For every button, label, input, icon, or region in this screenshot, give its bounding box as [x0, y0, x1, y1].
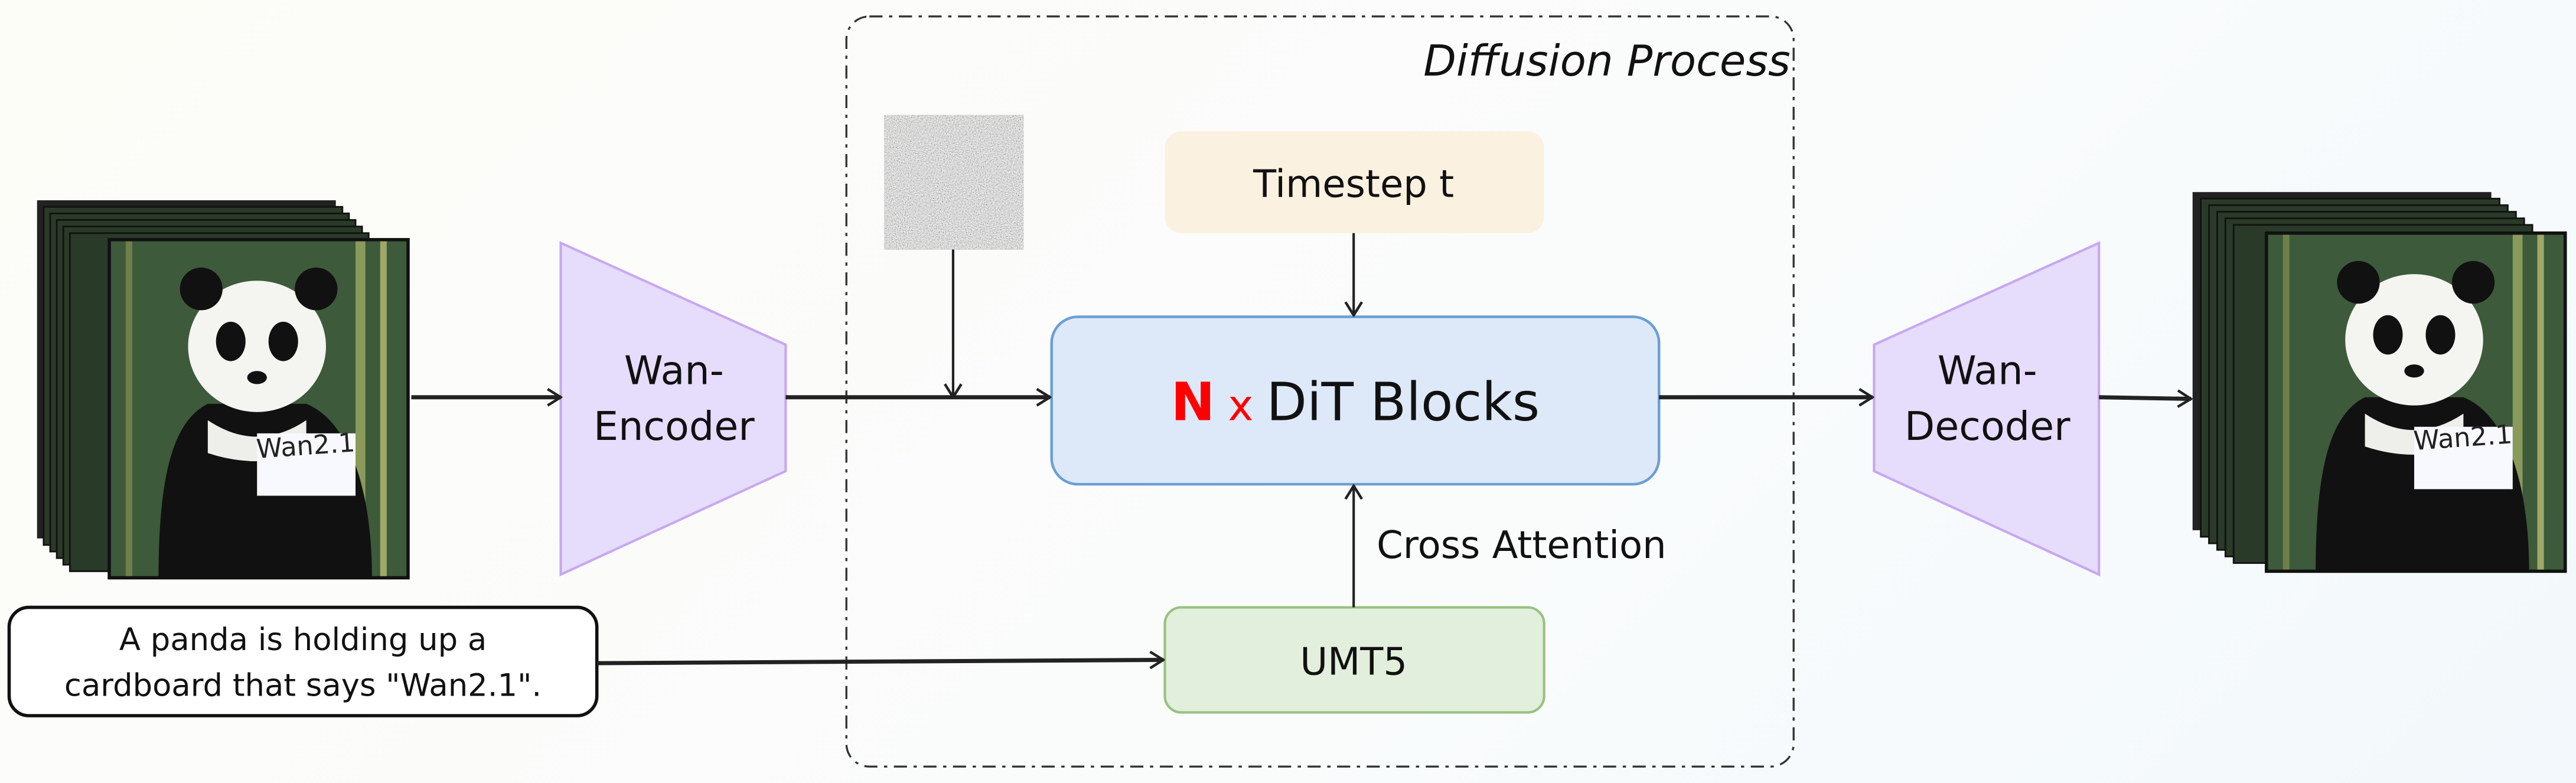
wan-encoder: [559, 241, 787, 577]
diffusion-process-region: [845, 15, 1795, 768]
decoder-label-line1: Wan-: [1938, 347, 2037, 393]
timestep-label: Timestep t: [1253, 163, 1454, 207]
noise-latent: [884, 115, 1024, 250]
sign-text: Wan2.1: [2412, 419, 2513, 456]
diffusion-process-title: Diffusion Process: [1423, 37, 1790, 86]
encoder-label-line2: Encoder: [594, 403, 755, 449]
dit-count: N: [1171, 371, 1215, 433]
arrow-decoder-to-output: [2099, 397, 2191, 399]
arrow-prompt-to-umt5: [596, 660, 1163, 664]
sign-text: Wan2.1: [255, 428, 356, 465]
decoder-label-line2: Decoder: [1905, 403, 2070, 449]
wan-decoder: [1873, 241, 2101, 577]
encoder-label-line1: Wan-: [624, 347, 724, 393]
prompt-line1: A panda is holding up a: [119, 622, 487, 658]
cross-attention-label: Cross Attention: [1377, 524, 1667, 567]
timestep-box: [1165, 131, 1544, 233]
umt5-label: UMT5: [1300, 641, 1407, 684]
dit-times: x: [1228, 381, 1253, 431]
dit-label: DiT Blocks: [1266, 371, 1540, 433]
output-video-frames: Wan2.1: [2192, 192, 2567, 573]
prompt-line2: cardboard that says "Wan2.1".: [64, 668, 542, 704]
panda-image: [109, 239, 408, 578]
input-video-frames: Wan2.1: [37, 200, 410, 580]
panda-image: [2266, 233, 2565, 572]
